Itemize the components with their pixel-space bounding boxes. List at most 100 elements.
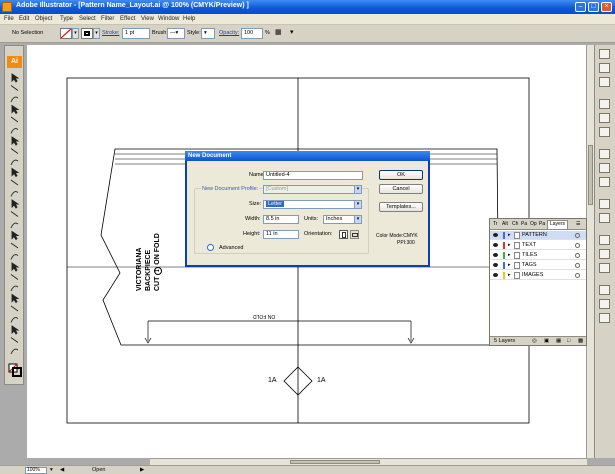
menu-view[interactable]: View bbox=[141, 16, 154, 22]
layer-row[interactable]: ▸IMAGES bbox=[490, 271, 586, 280]
expand-triangle-icon[interactable]: ▸ bbox=[508, 272, 511, 278]
eye-icon[interactable] bbox=[493, 243, 498, 247]
stroke-panel-icon[interactable] bbox=[599, 149, 610, 159]
paragraph-icon[interactable] bbox=[599, 249, 610, 259]
style-selector[interactable]: ▾ bbox=[201, 28, 215, 39]
selection-tool-icon[interactable] bbox=[11, 73, 20, 83]
pencil-tool-icon[interactable] bbox=[11, 167, 20, 178]
panel-options-icon[interactable]: ☰ bbox=[576, 221, 581, 227]
new-sublayer-icon[interactable]: ▦ bbox=[556, 338, 562, 344]
zoom-field[interactable]: 100% bbox=[25, 467, 47, 474]
rotate-tool-icon[interactable] bbox=[10, 179, 19, 186]
tab-paragraph[interactable]: Pa bbox=[521, 221, 528, 227]
layer-row[interactable]: ▸TAGS bbox=[490, 261, 586, 270]
document-name-input[interactable]: Untitled-4 bbox=[263, 171, 363, 180]
fill-stroke-swatches[interactable] bbox=[8, 363, 22, 377]
mesh-tool-icon[interactable] bbox=[10, 242, 19, 249]
brush-selector[interactable]: —▾ bbox=[167, 28, 185, 39]
live-paint-selection-icon[interactable] bbox=[11, 293, 20, 304]
units-select[interactable]: Inches bbox=[323, 215, 355, 224]
clipping-mask-icon[interactable]: ▣ bbox=[544, 338, 550, 344]
target-icon[interactable] bbox=[575, 253, 580, 258]
minimize-button[interactable]: – bbox=[575, 2, 586, 12]
slice-tool-icon[interactable] bbox=[10, 317, 19, 323]
pathfinder-icon[interactable] bbox=[599, 299, 610, 309]
maximize-button[interactable]: □ bbox=[588, 2, 599, 12]
target-icon[interactable] bbox=[575, 263, 580, 268]
size-select[interactable]: Letter bbox=[263, 200, 355, 209]
transparency-icon[interactable] bbox=[599, 177, 610, 187]
gradient-tool-icon[interactable] bbox=[10, 254, 19, 260]
doc-setup-icon[interactable]: ▦ bbox=[275, 29, 282, 36]
menu-file[interactable]: File bbox=[4, 16, 14, 22]
opentype-icon[interactable] bbox=[599, 263, 610, 273]
color-guide-icon[interactable] bbox=[599, 63, 610, 73]
tab-character[interactable]: Ch bbox=[512, 221, 519, 227]
tab-pathfinder[interactable]: Pa bbox=[539, 221, 546, 227]
target-icon[interactable] bbox=[575, 243, 580, 248]
expand-triangle-icon[interactable]: ▸ bbox=[508, 232, 511, 238]
zoom-tool-icon[interactable] bbox=[10, 348, 19, 355]
rectangle-tool-icon[interactable] bbox=[10, 148, 19, 154]
eye-icon[interactable] bbox=[493, 263, 498, 267]
close-button[interactable]: × bbox=[601, 2, 612, 12]
hand-tool-icon[interactable] bbox=[10, 337, 19, 343]
lasso-tool-icon[interactable] bbox=[11, 104, 20, 115]
warp-tool-icon[interactable] bbox=[11, 199, 20, 209]
stroke-dropdown[interactable]: ▾ bbox=[93, 28, 100, 39]
zoom-dropdown[interactable]: ▾ bbox=[50, 467, 53, 473]
stroke-weight-field[interactable]: 1 pt bbox=[122, 28, 150, 39]
vertical-scrollbar[interactable] bbox=[586, 45, 594, 458]
status-menu-icon[interactable]: ▶ bbox=[140, 467, 145, 473]
pen-tool-icon[interactable] bbox=[10, 116, 19, 123]
magic-wand-tool-icon[interactable] bbox=[10, 96, 19, 103]
profile-dropdown-arrow[interactable]: ▾ bbox=[354, 185, 362, 194]
type-tool-icon[interactable] bbox=[10, 128, 19, 134]
units-dropdown-arrow[interactable]: ▾ bbox=[354, 215, 362, 224]
column-graph-tool-icon[interactable] bbox=[11, 230, 20, 241]
height-input[interactable]: 11 in bbox=[263, 230, 299, 239]
crop-area-tool-icon[interactable] bbox=[10, 305, 19, 312]
eye-icon[interactable] bbox=[493, 233, 498, 237]
opacity-label[interactable]: Opacity: bbox=[219, 30, 240, 36]
gradient-icon[interactable] bbox=[599, 163, 610, 173]
layer-row[interactable]: ▸PATTERN bbox=[490, 231, 586, 240]
expand-triangle-icon[interactable]: ▸ bbox=[508, 242, 511, 248]
swatches-icon[interactable] bbox=[599, 77, 610, 87]
symbol-sprayer-tool-icon[interactable] bbox=[10, 222, 19, 229]
layer-row[interactable]: ▸TEXT bbox=[490, 241, 586, 250]
stroke-swatch[interactable] bbox=[81, 28, 93, 39]
width-input[interactable]: 8.5 in bbox=[263, 215, 299, 224]
page-prev-icon[interactable]: ◀ bbox=[60, 467, 65, 473]
horizontal-scroll-thumb[interactable] bbox=[290, 460, 380, 464]
panel-menu-icon[interactable]: ▾ bbox=[290, 29, 294, 36]
menu-edit[interactable]: Edit bbox=[19, 16, 30, 22]
expand-triangle-icon[interactable]: ▸ bbox=[508, 252, 511, 258]
scale-tool-icon[interactable] bbox=[10, 191, 19, 197]
free-transform-tool-icon[interactable] bbox=[10, 211, 19, 217]
locate-object-icon[interactable]: ◎ bbox=[532, 338, 537, 344]
profile-select[interactable]: [Custom] bbox=[263, 185, 355, 194]
scissors-tool-icon[interactable] bbox=[11, 325, 20, 335]
menu-type[interactable]: Type bbox=[60, 16, 74, 22]
direct-selection-tool-icon[interactable] bbox=[10, 85, 19, 91]
layers-dock-icon[interactable] bbox=[599, 213, 610, 223]
cancel-button[interactable]: Cancel bbox=[379, 184, 423, 194]
opacity-field[interactable]: 100 bbox=[241, 28, 263, 39]
fill-swatch[interactable] bbox=[60, 28, 72, 39]
portrait-orientation-button[interactable] bbox=[339, 230, 348, 239]
advanced-toggle[interactable]: ˇ bbox=[207, 244, 214, 251]
transform-icon[interactable] bbox=[599, 313, 610, 323]
expand-triangle-icon[interactable]: ▸ bbox=[508, 262, 511, 268]
blend-tool-icon[interactable] bbox=[10, 274, 19, 280]
eye-icon[interactable] bbox=[493, 253, 498, 257]
tab-layers[interactable]: Layers bbox=[547, 220, 569, 229]
trash-icon[interactable]: ▩ bbox=[578, 338, 584, 344]
color-panel-icon[interactable] bbox=[599, 49, 610, 59]
tab-transform[interactable]: Tr bbox=[493, 221, 498, 227]
line-tool-icon[interactable] bbox=[11, 136, 20, 146]
menu-effect[interactable]: Effect bbox=[120, 16, 136, 22]
landscape-orientation-button[interactable] bbox=[350, 230, 359, 239]
symbols-icon[interactable] bbox=[599, 113, 610, 123]
appearance-icon[interactable] bbox=[599, 199, 610, 209]
